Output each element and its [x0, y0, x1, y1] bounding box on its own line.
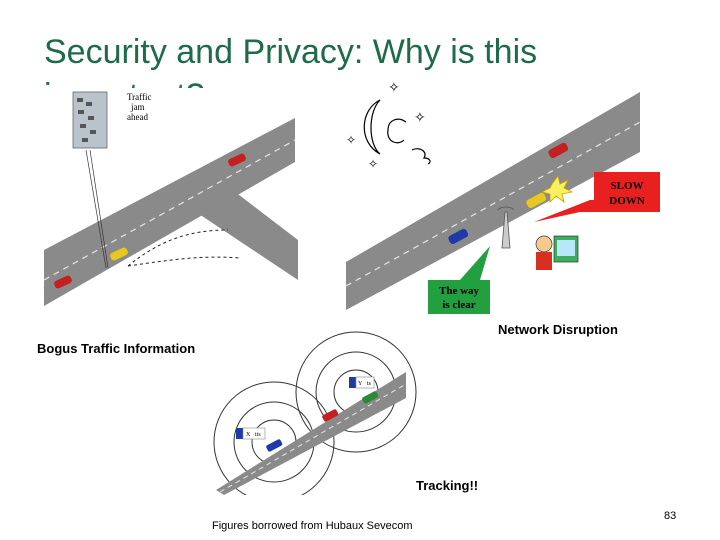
path-arrow: [127, 256, 241, 267]
car-yellow: [110, 247, 128, 261]
moon-icon: [387, 118, 407, 144]
antenna-icon: [501, 211, 511, 249]
lane-marking: [345, 121, 641, 287]
car-yellow: [526, 192, 547, 209]
star-icon: ✧: [368, 157, 378, 171]
svg-text:X: X: [246, 432, 251, 438]
way-is-clear-bubble: [460, 246, 490, 280]
star-icon: ✧: [414, 111, 426, 126]
car-red: [54, 275, 72, 289]
way-clear-line-2: is clear: [442, 299, 475, 311]
network-disruption-caption: Network Disruption: [498, 322, 618, 337]
bogus-traffic-illustration: Traffic jam ahead: [43, 91, 298, 306]
car-red: [548, 142, 569, 159]
tracking-caption: Tracking!!: [416, 478, 479, 493]
sign-line-1: Traffic: [127, 92, 152, 102]
sign-line-3: ahead: [127, 112, 148, 122]
id-tag-y: [349, 377, 356, 388]
star-icon: ✧: [388, 81, 400, 96]
attacker-icon: [535, 235, 553, 253]
slow-down-box: [594, 172, 660, 212]
slow-down-line-2: DOWN: [609, 195, 645, 207]
tracking-illustration: Y ts X tts: [213, 331, 417, 495]
slide-number: 83: [664, 510, 677, 522]
lane-marking: [43, 139, 296, 281]
side-road: [190, 188, 298, 280]
attacker-body: [536, 252, 552, 270]
slow-down-line-1: SLOW: [610, 180, 643, 192]
road: [216, 372, 406, 495]
attack-flash-icon: [540, 175, 574, 203]
car-red: [228, 153, 246, 167]
path-arrow: [127, 229, 229, 267]
svg-text:ts: ts: [367, 381, 372, 387]
way-is-clear-box: [428, 280, 490, 314]
network-disruption-illustration: ✧ ✧ ✧ ✧ SLOW DOWN The way is clear: [345, 81, 660, 314]
sign-line-2: jam: [130, 102, 145, 112]
way-clear-line-1: The way: [439, 285, 480, 297]
star-icon: ✧: [346, 133, 356, 147]
svg-text:tts: tts: [255, 432, 261, 438]
id-tag-x: [236, 428, 243, 439]
svg-text:Y: Y: [358, 381, 363, 387]
bogus-traffic-caption: Bogus Traffic Information: [37, 341, 196, 356]
figure-credit: Figures borrowed from Hubaux Sevecom: [212, 520, 413, 532]
car-red: [322, 409, 339, 422]
moon-icon: [363, 99, 381, 155]
car-green: [362, 391, 379, 404]
car-blue: [448, 228, 469, 245]
slide-title: Security and Privacy: Why is this import…: [44, 33, 538, 88]
car-blue: [266, 439, 283, 452]
